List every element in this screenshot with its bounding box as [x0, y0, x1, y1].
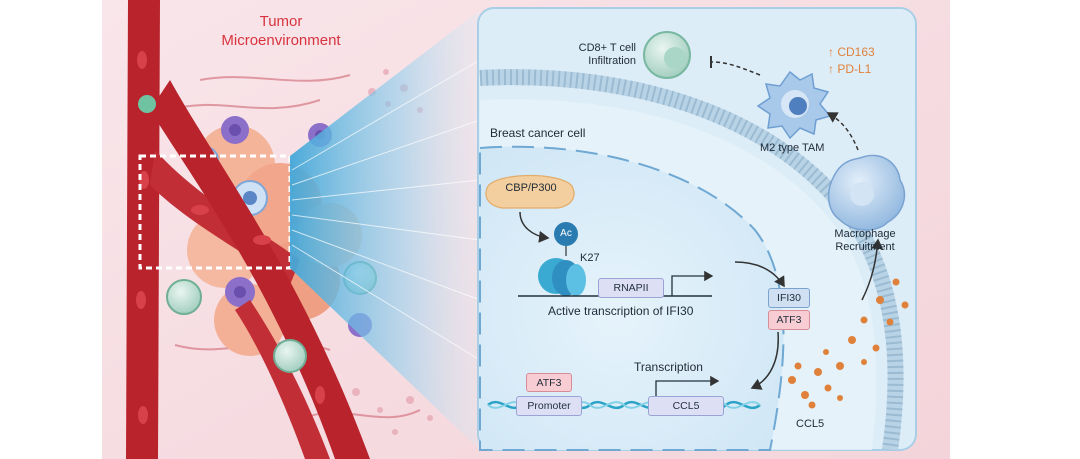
ccl5-dots [788, 278, 909, 409]
nucleosome-icon [538, 258, 586, 296]
rnapii-box: RNAPII [598, 278, 664, 298]
marker-list: ↑ CD163 ↑ PD-L1 [828, 44, 875, 78]
macrophage-icon [827, 154, 906, 231]
macrophage-label-line2: Recruitment [835, 241, 895, 253]
ifi30-box: IFI30 [768, 288, 810, 308]
marker-pdl1-label: PD-L1 [837, 62, 872, 76]
tme-title-line1: Tumor [259, 13, 303, 30]
m2-label: M2 type TAM [760, 142, 825, 154]
red-blood-cells [136, 51, 325, 424]
cd8-label: CD8+ T cell Infiltration [568, 42, 636, 68]
inhibition-line [711, 61, 761, 76]
cell-label: Breast cancer cell [490, 126, 586, 140]
acetyl-icon [554, 222, 578, 246]
magnification-beam [290, 10, 480, 450]
ccl5-gene-box: CCL5 [648, 396, 724, 416]
cbp-label: CBP/P300 [505, 182, 557, 194]
cbp-p300-icon [485, 174, 575, 209]
ccl5-secreted-label: CCL5 [796, 418, 825, 430]
transcription-label: Transcription [634, 360, 703, 374]
atf3-complex-box: ATF3 [768, 310, 810, 330]
atf3-promoter-box: ATF3 [526, 373, 572, 392]
tme-title-line2: Microenvironment [221, 32, 341, 49]
macrophage-label-line1: Macrophage [834, 228, 896, 240]
t-cell-icon [643, 31, 691, 79]
up-arrow-icon: ↑ [828, 62, 834, 76]
marker-pdl1: ↑ PD-L1 [828, 61, 875, 78]
cd8-label-line1: CD8+ T cell [578, 42, 636, 54]
m2-tam-icon [756, 70, 832, 140]
up-arrow-icon: ↑ [828, 45, 834, 59]
ac-label: Ac [560, 228, 572, 239]
marker-cd163-label: CD163 [837, 45, 875, 59]
cd8-label-line2: Infiltration [588, 55, 636, 67]
promoter-box: Promoter [516, 396, 582, 416]
active-transcription-label: Active transcription of IFI30 [548, 304, 694, 318]
tme-title: Tumor Microenvironment [196, 12, 366, 50]
marker-cd163: ↑ CD163 [828, 44, 875, 61]
k27-label: K27 [580, 252, 600, 264]
macrophage-label: Macrophage Recruitment [832, 228, 898, 254]
